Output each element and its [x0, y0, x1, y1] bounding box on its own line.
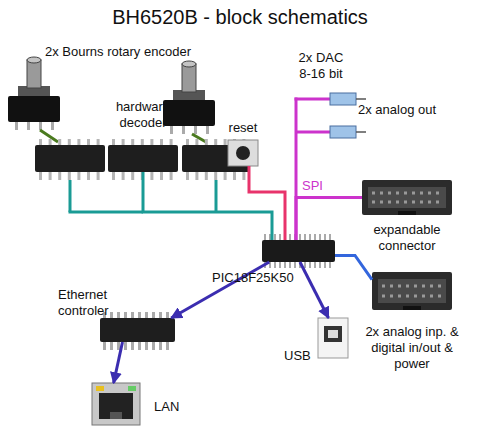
expandable-connector: expandable connector [362, 180, 452, 215]
encoder-shaft [182, 64, 196, 92]
decoder-chip [108, 145, 178, 172]
encoder-body [8, 96, 60, 122]
header-pins [372, 192, 442, 195]
spi-wire [295, 98, 331, 101]
component-label: 2x analog inp. & digital in/out & power [364, 324, 460, 372]
header-pins [372, 201, 442, 204]
header-slot [368, 187, 446, 208]
header-pins [382, 295, 442, 298]
component-label: 2x DAC 8-16 bit [292, 50, 350, 82]
encoder-shaft-top [27, 57, 41, 63]
dac-output [356, 98, 366, 100]
ethernet-controller: Ethernet controler [100, 318, 175, 342]
decoder-chip: hardware decoder [108, 145, 178, 172]
ethernet-chip [100, 318, 175, 342]
signal-connector [143, 172, 272, 240]
dac-chip [330, 93, 356, 105]
component-label: LAN [154, 399, 194, 415]
chip-pins [39, 139, 103, 145]
header-connector [362, 180, 452, 215]
chip-pins [186, 172, 248, 180]
mcu-chip [262, 240, 335, 262]
bus-wire [215, 180, 218, 212]
usb-connector [318, 318, 348, 358]
component-label: expandable connector [357, 222, 457, 254]
lan-led [128, 386, 136, 391]
header-connector [372, 272, 452, 310]
part-label: 2x analog out [358, 102, 458, 118]
spi-wire [295, 98, 298, 143]
header-notch [398, 211, 416, 215]
usb-connector: USB [318, 318, 348, 358]
chip-pins [39, 172, 103, 180]
encoder-wire [192, 134, 206, 142]
lan-port [99, 393, 133, 419]
mcu-chip: PIC18F25K50 [262, 240, 335, 262]
signal-connector [300, 262, 329, 318]
lan-jack [92, 383, 140, 425]
header-pins [382, 285, 442, 288]
encoder-shaft [27, 60, 41, 88]
usb-port-tongue [328, 330, 338, 338]
dac-output [356, 131, 366, 133]
signal-connector [335, 255, 372, 279]
bus-wire [69, 211, 144, 214]
spi-wire [296, 131, 330, 134]
io-connector: 2x analog inp. & digital in/out & power [372, 272, 452, 310]
bus-label: SPI [302, 178, 323, 194]
chip-pins [264, 234, 334, 240]
lan-led [96, 386, 104, 391]
lan-jack: LAN [92, 383, 140, 425]
part-label: 2x Bourns rotary encoder [45, 44, 215, 60]
chip-pins [112, 139, 176, 145]
header-notch [403, 306, 421, 310]
lan-tab [110, 412, 122, 419]
usb-port [324, 326, 342, 342]
signal-connector [114, 342, 123, 383]
decoder-chip [35, 145, 105, 172]
component-label: PIC18F25K50 [212, 270, 322, 286]
reset-button-body [228, 140, 258, 166]
signal-connector [249, 166, 285, 240]
decoder-chip [182, 145, 250, 172]
reset-button-cap [236, 146, 250, 160]
bus-wire [69, 180, 72, 212]
component-label: hardware decoder [98, 99, 188, 131]
component-label: Ethernet controler [58, 287, 128, 319]
component-label: reset [218, 120, 268, 136]
dac-chip [330, 126, 356, 138]
chip-pins [103, 312, 173, 318]
component-label: USB [284, 348, 318, 364]
reset-button: reset [228, 140, 258, 166]
dac-group: 2x DAC 8-16 bit [290, 92, 365, 142]
signal-connector [296, 198, 362, 241]
encoder-shaft-top [182, 61, 196, 67]
encoder-pins [170, 126, 210, 134]
encoder-pins [15, 122, 55, 130]
chip-pins [103, 342, 173, 350]
diagram-title: BH6520B - block schematics [0, 6, 480, 29]
encoder-body [163, 100, 215, 126]
header-slot [378, 279, 446, 303]
